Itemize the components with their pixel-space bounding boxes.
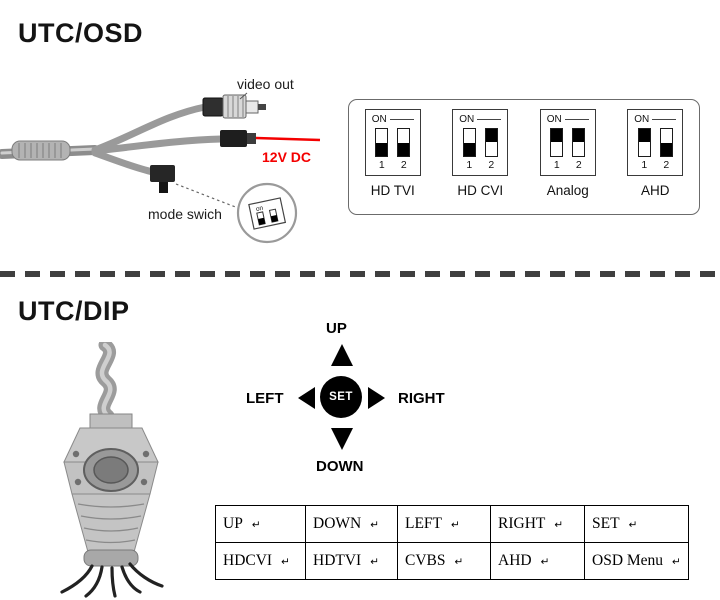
table-cell: RIGHT↵ [490, 505, 585, 543]
dip-pin-label: 2 [663, 159, 670, 171]
table-cell: HDTVI↵ [305, 542, 398, 580]
mini-switch-on-label: on [255, 205, 264, 213]
dip-switch [550, 128, 564, 157]
paragraph-mark: ↵ [540, 557, 550, 568]
cable-harness-illustration: on [0, 92, 321, 244]
dip-switch [572, 128, 586, 157]
dpad-up-arrow-icon [331, 344, 353, 366]
dip-pin-label: 1 [466, 159, 473, 171]
dip-switch [397, 128, 411, 157]
dip-pin-label: 2 [575, 159, 582, 171]
dip-mode-name: Analog [546, 183, 589, 198]
table-cell: HDCVI↵ [215, 542, 306, 580]
video-out-label: video out [237, 76, 294, 92]
dpad-left-label: LEFT [246, 390, 284, 407]
dip-pin-label: 1 [553, 159, 560, 171]
table-cell: SET↵ [584, 505, 689, 543]
set-button-label: SET [329, 391, 353, 403]
dip-switch [462, 128, 476, 157]
table-cell: AHD↵ [490, 542, 585, 580]
dpad-set-button: SET [320, 376, 362, 418]
power-label: 12V DC [262, 149, 312, 165]
paragraph-mark: ↵ [554, 520, 564, 531]
dip-mode-hd-tvi: ON 1 2 HD TVI [364, 109, 421, 198]
dpad-right-label: RIGHT [398, 390, 445, 407]
paragraph-mark: ↵ [370, 520, 380, 531]
dip-pin-label: 1 [378, 159, 385, 171]
dpad-left-arrow-icon [298, 387, 315, 409]
table-cell: CVBS↵ [397, 542, 491, 580]
paragraph-mark: ↵ [370, 557, 380, 568]
dip-switch [637, 128, 651, 157]
paragraph-mark: ↵ [628, 520, 638, 531]
dip-on-label: ON [459, 114, 475, 125]
dip-on-label: ON [371, 114, 387, 125]
dip-pin-label: 1 [641, 159, 648, 171]
dip-pin-label: 2 [488, 159, 495, 171]
dpad-up-label: UP [326, 320, 347, 337]
dip-on-label: ON [634, 114, 650, 125]
paragraph-mark: ↵ [672, 557, 681, 568]
dip-section-title: UTC/DIP [18, 296, 130, 326]
dip-pin-label: 2 [400, 159, 407, 171]
table-cell: OSD Menu↵ [584, 542, 689, 580]
mode-switch-label: mode swich [148, 206, 222, 222]
dip-table: UP↵DOWN↵LEFT↵RIGHT↵SET↵HDCVI↵HDTVI↵CVBS↵… [215, 505, 689, 580]
table-row: UP↵DOWN↵LEFT↵RIGHT↵SET↵ [215, 505, 689, 543]
dpad-down-arrow-icon [331, 428, 353, 450]
paragraph-mark: ↵ [281, 557, 290, 568]
dip-mode-hd-cvi: ON 1 2 HD CVI [452, 109, 509, 198]
dip-switch [484, 128, 498, 157]
table-row: HDCVI↵HDTVI↵CVBS↵AHD↵OSD Menu↵ [215, 542, 689, 580]
section-divider [0, 271, 720, 277]
table-cell: UP↵ [215, 505, 306, 543]
camera-pigtail-illustration [60, 342, 164, 598]
dip-mode-name: HD TVI [370, 183, 415, 198]
paragraph-mark: ↵ [454, 557, 464, 568]
paragraph-mark: ↵ [451, 520, 460, 531]
dip-table-body: UP↵DOWN↵LEFT↵RIGHT↵SET↵HDCVI↵HDTVI↵CVBS↵… [215, 505, 689, 580]
dip-mode-name: AHD [640, 183, 670, 198]
dpad-right-arrow-icon [368, 387, 385, 409]
paragraph-mark: ↵ [251, 520, 261, 531]
dip-on-label: ON [546, 114, 562, 125]
dip-switch [659, 128, 673, 157]
osd-section-title: UTC/OSD [18, 18, 143, 48]
dpad-down-label: DOWN [316, 458, 364, 475]
dip-mode-name: HD CVI [457, 183, 504, 198]
table-cell: LEFT↵ [397, 505, 491, 543]
dip-switch [375, 128, 389, 157]
table-cell: DOWN↵ [305, 505, 398, 543]
